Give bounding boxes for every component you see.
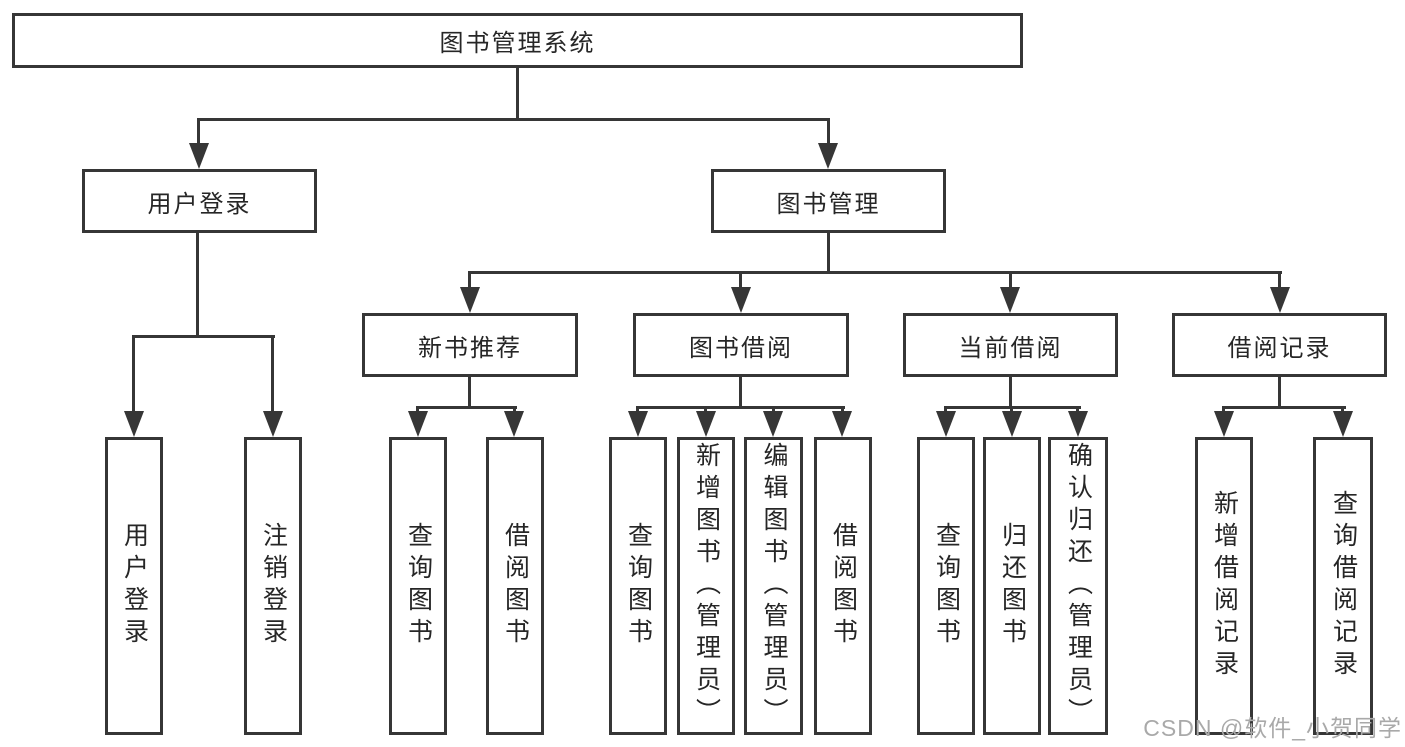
arrow-down-icon <box>1214 411 1234 437</box>
arrow-down-icon <box>408 411 428 437</box>
connector-line <box>1222 406 1346 409</box>
connector-line <box>132 335 135 420</box>
node-book-borrowing: 图书借阅 <box>633 313 849 377</box>
node-label: 当前借阅 <box>958 334 1063 362</box>
connector-line <box>271 335 274 420</box>
arrow-down-icon <box>504 411 524 437</box>
node-label: 图书管理系统 <box>439 30 596 57</box>
leaf-logout-login: 注销登录 <box>244 437 302 735</box>
node-label: 查询图书 <box>624 522 653 650</box>
connector-line <box>197 118 830 121</box>
connector-line <box>827 118 830 150</box>
connector-line <box>132 335 275 338</box>
node-user-login: 用户登录 <box>82 169 317 233</box>
node-label: 借阅记录 <box>1227 334 1332 362</box>
arrow-down-icon <box>818 143 838 169</box>
node-label: 图书管理 <box>776 190 881 218</box>
leaf-current-return-books: 归还图书 <box>983 437 1041 735</box>
connector-line <box>1278 271 1281 297</box>
node-current-borrowing: 当前借阅 <box>903 313 1118 377</box>
connector-line <box>468 271 471 297</box>
arrow-down-icon <box>263 411 283 437</box>
node-label: 借阅图书 <box>829 522 858 650</box>
leaf-recommend-query-books: 查询图书 <box>389 437 447 735</box>
arrow-down-icon <box>1000 287 1020 313</box>
node-label: 查询图书 <box>404 522 433 650</box>
connector-line <box>1009 377 1012 409</box>
arrow-down-icon <box>1002 411 1022 437</box>
connector-line <box>739 271 742 297</box>
arrow-down-icon <box>124 411 144 437</box>
connector-line <box>196 233 199 338</box>
node-label: 注销登录 <box>259 522 288 650</box>
connector-line <box>468 271 1282 274</box>
leaf-current-confirm-return-admin: 确认归还（管理员） <box>1048 437 1108 735</box>
connector-line <box>827 233 830 274</box>
leaf-records-query-record: 查询借阅记录 <box>1313 437 1373 735</box>
arrow-down-icon <box>696 411 716 437</box>
node-label: 确认归还（管理员） <box>1064 442 1093 730</box>
arrow-down-icon <box>1333 411 1353 437</box>
arrow-down-icon <box>628 411 648 437</box>
arrow-down-icon <box>1068 411 1088 437</box>
node-borrowing-records: 借阅记录 <box>1172 313 1387 377</box>
leaf-recommend-borrow-books: 借阅图书 <box>486 437 544 735</box>
leaf-user-login: 用户登录 <box>105 437 163 735</box>
node-label: 图书借阅 <box>689 334 793 362</box>
leaf-borrowing-add-books-admin: 新增图书（管理员） <box>677 437 735 735</box>
node-book-management: 图书管理 <box>711 169 946 233</box>
arrow-down-icon <box>832 411 852 437</box>
node-label: 新增借阅记录 <box>1210 490 1239 682</box>
node-label: 归还图书 <box>998 522 1027 650</box>
node-label: 编辑图书（管理员） <box>760 442 788 730</box>
connector-line <box>468 377 471 409</box>
arrow-down-icon <box>936 411 956 437</box>
connector-line <box>416 406 517 409</box>
connector-line <box>1009 271 1012 297</box>
leaf-current-query-books: 查询图书 <box>917 437 975 735</box>
leaf-borrowing-borrow-books: 借阅图书 <box>814 437 872 735</box>
connector-line <box>1278 377 1281 409</box>
csdn-watermark: CSDN @软件_小贺同学 <box>1143 715 1402 741</box>
connector-line <box>516 68 519 120</box>
leaf-records-add-record: 新增借阅记录 <box>1195 437 1253 735</box>
arrow-down-icon <box>1270 287 1290 313</box>
arrow-down-icon <box>731 287 751 313</box>
leaf-borrowing-edit-books-admin: 编辑图书（管理员） <box>744 437 803 735</box>
connector-line <box>197 118 200 150</box>
node-new-book-recommend: 新书推荐 <box>362 313 578 377</box>
node-label: 借阅图书 <box>501 522 530 650</box>
node-label: 新增图书（管理员） <box>692 442 721 730</box>
connector-line <box>739 377 742 409</box>
node-label: 用户登录 <box>147 190 252 218</box>
arrow-down-icon <box>460 287 480 313</box>
connector-line <box>636 406 845 409</box>
arrow-down-icon <box>763 411 783 437</box>
arrow-down-icon <box>189 143 209 169</box>
node-label: 查询图书 <box>932 522 961 650</box>
leaf-borrowing-query-books: 查询图书 <box>609 437 667 735</box>
node-label: 用户登录 <box>120 522 149 650</box>
node-label: 新书推荐 <box>418 334 522 362</box>
node-library-management-system: 图书管理系统 <box>12 13 1023 68</box>
node-label: 查询借阅记录 <box>1329 490 1358 682</box>
